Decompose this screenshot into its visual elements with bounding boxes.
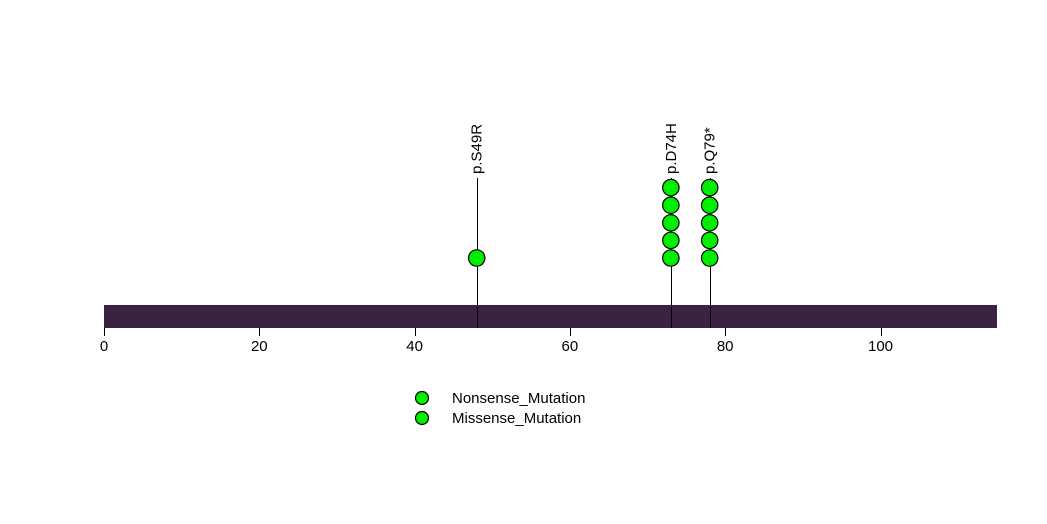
- axis-tick-label: 80: [717, 338, 734, 355]
- mutation-label: p.S49R: [469, 124, 486, 174]
- mutation-circle: [700, 178, 719, 197]
- mutation-circle: [662, 249, 680, 267]
- mutation-circle: [662, 231, 680, 250]
- mutation-circle: [700, 249, 719, 267]
- legend-swatch: [414, 410, 430, 426]
- mutation-circle: [662, 178, 680, 197]
- legend-label: Nonsense_Mutation: [452, 390, 585, 407]
- mutation-circle: [662, 214, 680, 232]
- axis-tick-label: 20: [251, 338, 268, 355]
- axis-tick-label: 0: [100, 338, 108, 355]
- mutation-label: p.Q79*: [702, 127, 719, 174]
- mutation-circle: [467, 249, 486, 267]
- axis-tick-label: 60: [562, 338, 579, 355]
- axis-tick-label: 40: [406, 338, 423, 355]
- legend-label: Missense_Mutation: [452, 410, 581, 427]
- mutation-label: p.D74H: [663, 123, 680, 174]
- protein-bar: [104, 305, 997, 328]
- mutation-circle: [700, 214, 719, 232]
- mutation-circle: [662, 196, 680, 214]
- mutation-circle: [700, 231, 719, 250]
- mutation-circle: [700, 196, 719, 214]
- axis-tick-label: 100: [868, 338, 893, 355]
- legend-swatch: [414, 390, 430, 406]
